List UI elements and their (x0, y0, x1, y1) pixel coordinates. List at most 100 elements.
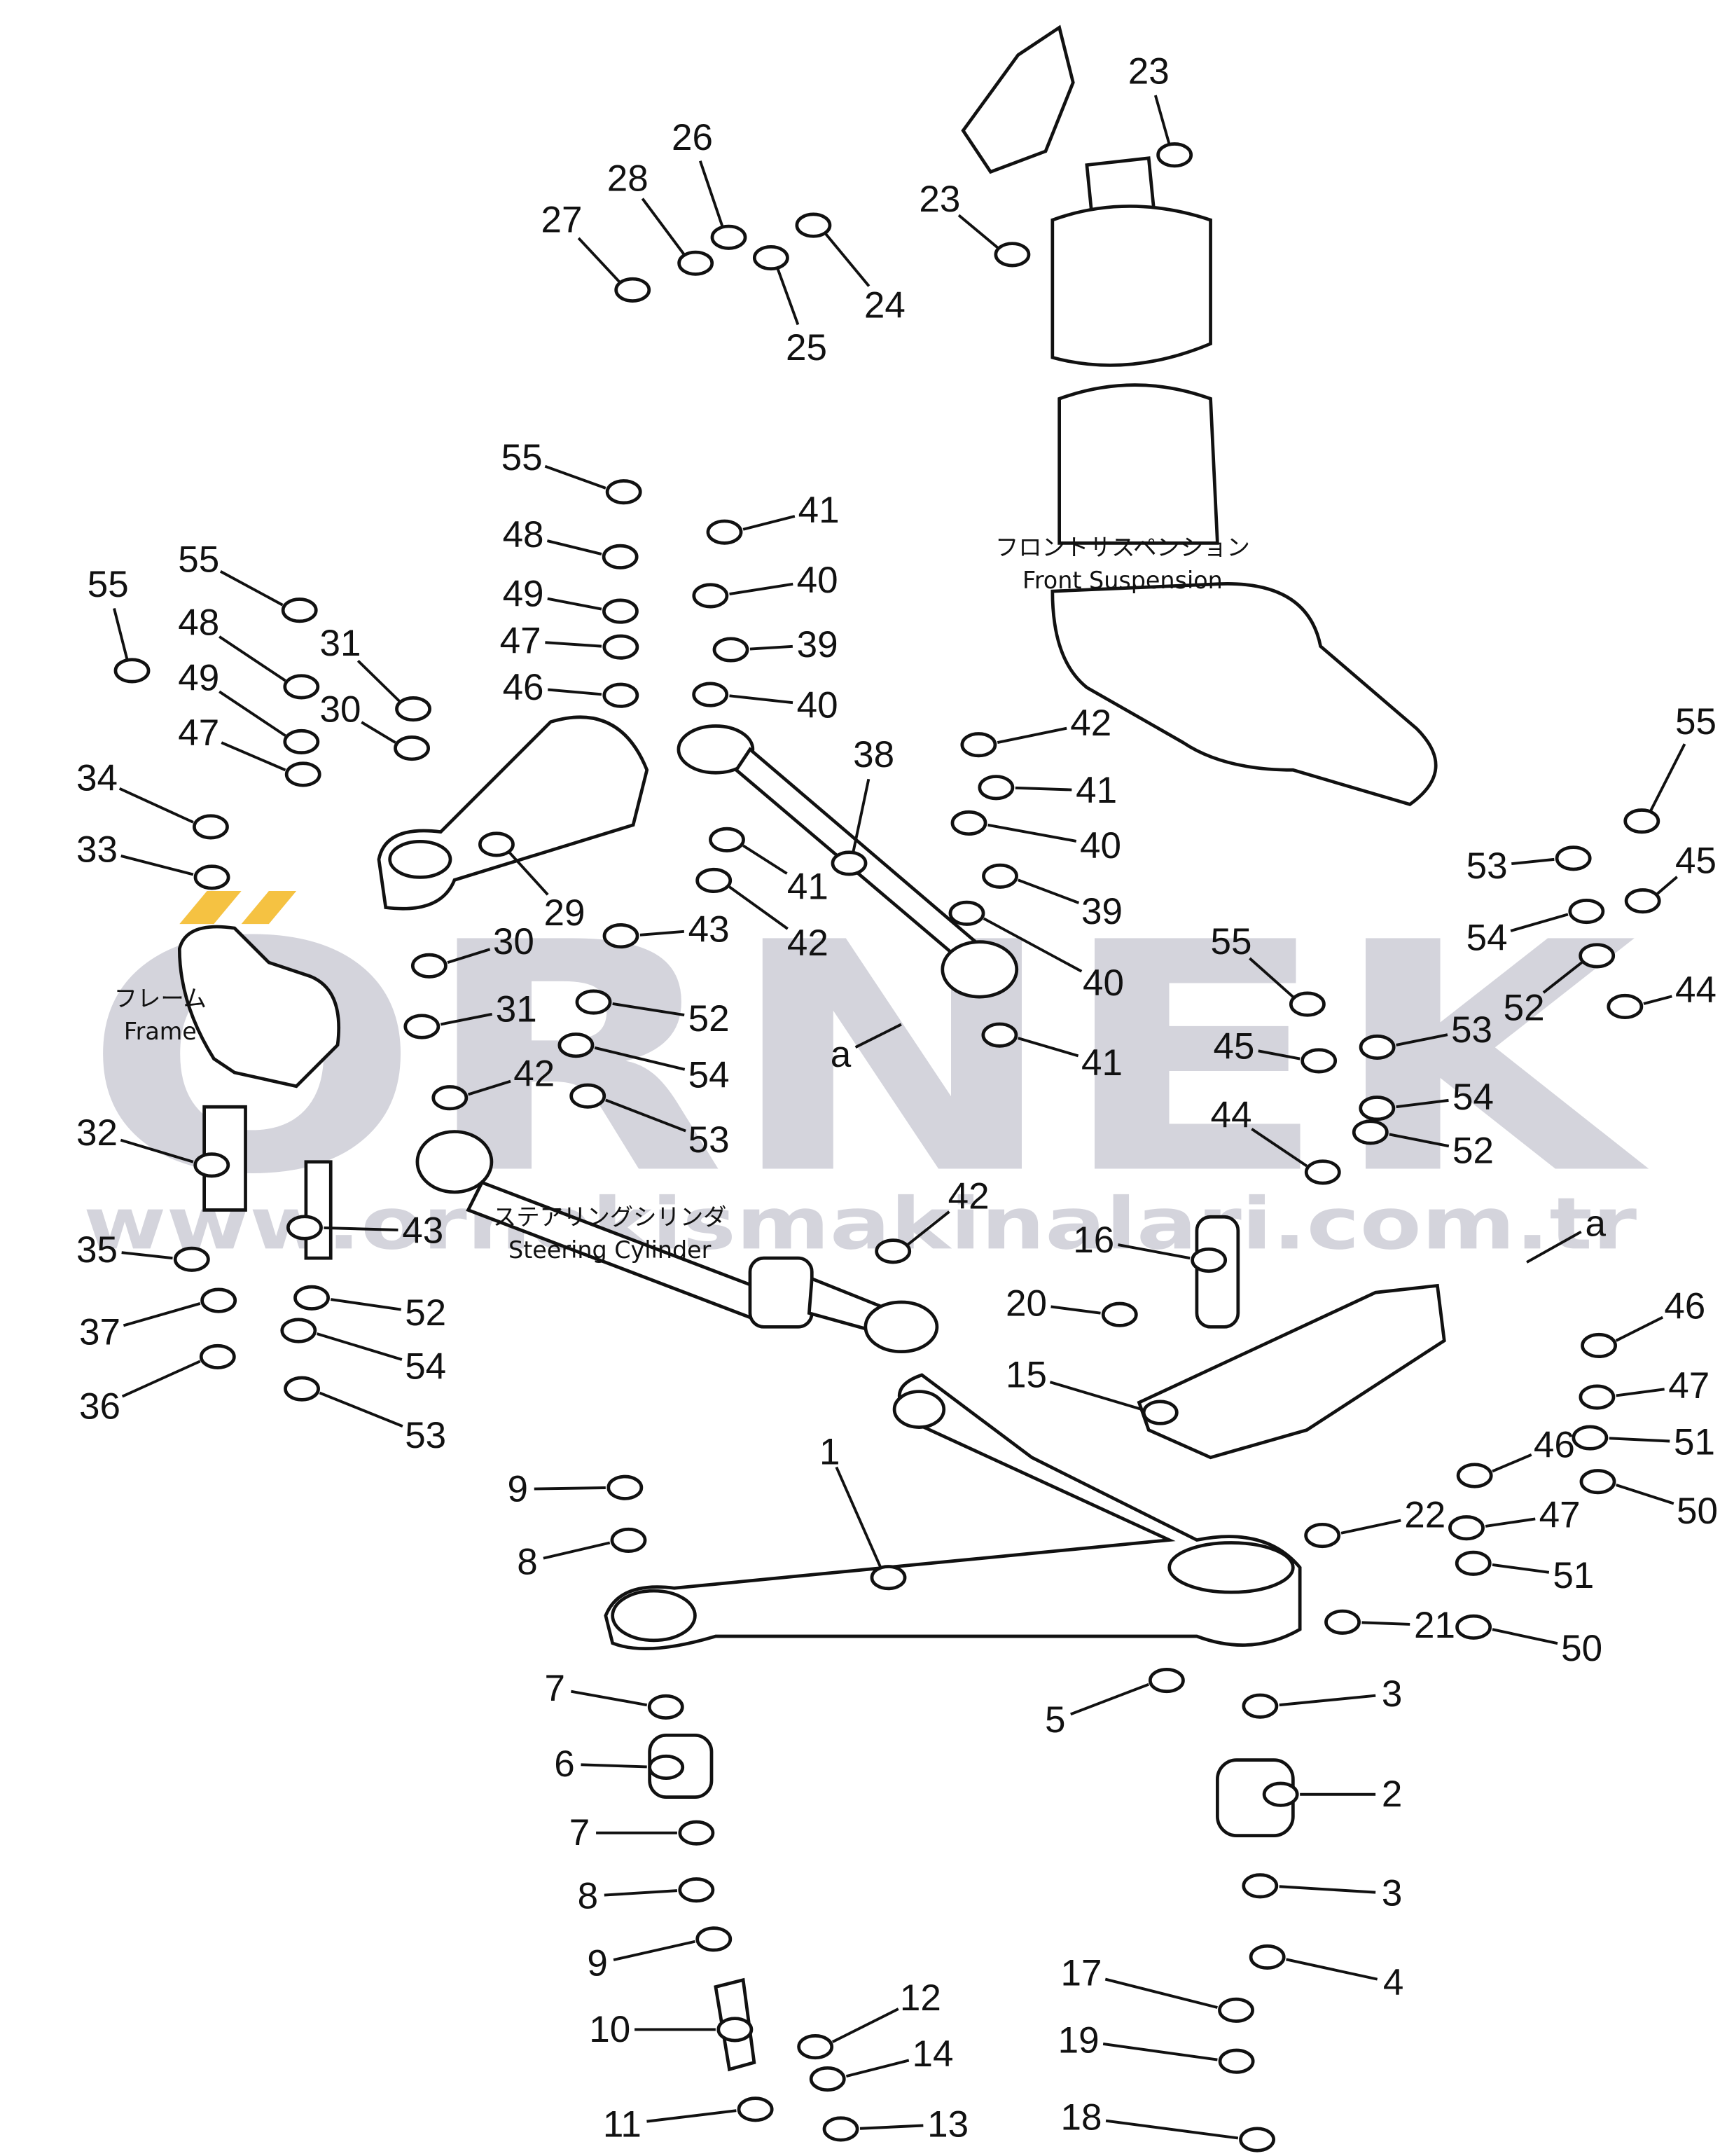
leader-line-47 (1485, 1517, 1536, 1528)
callout-34: 34 (76, 758, 118, 799)
callout-47: 47 (500, 620, 541, 661)
leader-line-52 (612, 1002, 685, 1017)
part-52 (293, 1285, 330, 1311)
caption-front-suspension-jp: フロントサスペンション (995, 534, 1250, 561)
leader-line-33 (120, 855, 194, 876)
leader-line-44 (1643, 995, 1672, 1005)
leader-line-46 (1615, 1315, 1664, 1342)
leader-line-41 (742, 515, 796, 531)
leader-line-55 (1649, 743, 1686, 813)
steering-cylinder (415, 1130, 939, 1353)
part-41 (981, 1022, 1018, 1048)
part-50 (1455, 1614, 1492, 1640)
leader-line-3 (1279, 1885, 1376, 1894)
leader-line-55 (544, 464, 606, 490)
part-53 (1359, 1034, 1396, 1060)
part-31 (403, 1014, 441, 1039)
part-53 (569, 1083, 606, 1109)
part-22 (1304, 1522, 1341, 1549)
callout-49: 49 (503, 574, 544, 615)
callout-48: 48 (503, 514, 544, 555)
leader-line-49 (547, 597, 602, 611)
part-38 (831, 850, 868, 876)
leader-line-20 (1050, 1305, 1101, 1315)
caption-steering-cylinder-en: Steering Cylinder (508, 1236, 712, 1264)
part-46 (602, 682, 639, 708)
leader-line-42 (728, 885, 789, 930)
callout-53: 53 (1451, 1009, 1492, 1051)
callout-12: 12 (900, 1977, 941, 2019)
callout-15: 15 (1006, 1355, 1047, 1396)
leader-line-53 (1396, 1033, 1448, 1046)
leader-line-53 (319, 1391, 403, 1428)
bracket-15 (1137, 1215, 1446, 1460)
part-53 (1555, 845, 1592, 871)
callout-40: 40 (797, 685, 838, 726)
part-55 (1289, 991, 1326, 1017)
callout-43: 43 (402, 1210, 443, 1251)
part-17 (1218, 1997, 1254, 2023)
part-46 (1581, 1332, 1617, 1359)
leader-line-30 (447, 948, 491, 964)
leader-line-a (1526, 1230, 1582, 1264)
part-53 (284, 1376, 320, 1402)
leader-line-42 (997, 726, 1067, 744)
part-8 (678, 1877, 715, 1903)
callout-22: 22 (1404, 1495, 1445, 1536)
leader-line-12 (831, 2008, 899, 2043)
leader-line-38 (852, 778, 871, 853)
callout-23: 23 (1128, 51, 1170, 92)
part-2 (1262, 1781, 1299, 1807)
part-49 (283, 728, 320, 754)
part-40 (692, 583, 729, 609)
part-23 (1156, 142, 1193, 168)
callout-46: 46 (503, 667, 544, 708)
leader-line-41 (1015, 786, 1072, 792)
callout-55: 55 (88, 564, 129, 605)
part-28 (677, 250, 714, 276)
callout-49: 49 (178, 657, 219, 698)
callout-54: 54 (1466, 917, 1508, 958)
leader-line-50 (1616, 1484, 1674, 1505)
part-55 (1623, 808, 1660, 834)
callout-45: 45 (1675, 840, 1716, 881)
part-50 (1579, 1469, 1616, 1495)
leader-line-41 (742, 844, 788, 875)
leader-line-13 (859, 2124, 924, 2130)
callout-43: 43 (688, 908, 730, 950)
callout-24: 24 (864, 284, 906, 326)
part-43 (286, 1215, 323, 1241)
leader-line-46 (1492, 1453, 1532, 1473)
callout-47: 47 (1668, 1365, 1709, 1407)
callout-2: 2 (1382, 1774, 1402, 1815)
part-9 (606, 1474, 644, 1500)
callout-a: a (831, 1034, 852, 1075)
leader-line-a (854, 1023, 902, 1049)
part-51 (1455, 1550, 1492, 1576)
leader-line-48 (219, 635, 286, 682)
callout-47: 47 (178, 712, 219, 754)
part-52 (1352, 1119, 1389, 1145)
leader-line-23 (1153, 95, 1171, 145)
part-41 (978, 775, 1015, 801)
part-40 (692, 682, 729, 707)
leader-line-16 (1118, 1243, 1191, 1260)
callout-52: 52 (688, 998, 730, 1039)
callout-30: 30 (493, 921, 534, 962)
leader-line-5 (1070, 1682, 1149, 1716)
callout-48: 48 (178, 602, 219, 644)
leader-line-14 (845, 2059, 910, 2078)
leader-line-36 (121, 1360, 201, 1398)
part-36 (199, 1343, 236, 1369)
callout-29: 29 (543, 892, 585, 934)
leader-line-54 (1396, 1098, 1449, 1109)
callout-54: 54 (1452, 1077, 1494, 1118)
callout-9: 9 (507, 1468, 527, 1509)
part-33 (193, 864, 230, 890)
part-6 (648, 1754, 685, 1781)
part-21 (1324, 1609, 1361, 1635)
part-49 (602, 598, 639, 624)
callout-40: 40 (797, 560, 838, 601)
part-30 (394, 735, 430, 761)
